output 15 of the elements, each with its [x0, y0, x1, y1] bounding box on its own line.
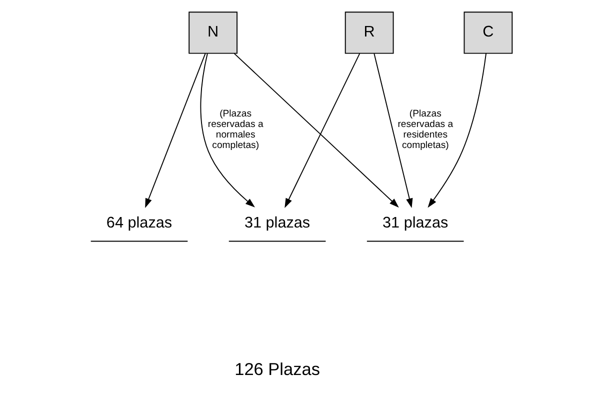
node-text: 31 plazas [382, 214, 448, 232]
node-box: N [188, 12, 238, 54]
label: 126 Plazas [234, 358, 320, 379]
arrow [374, 53, 413, 208]
arrow [284, 53, 360, 208]
edge-label: (Plazas reservadas a residentes completas) [398, 108, 454, 152]
node-box: C [464, 12, 513, 54]
node-text: 31 plazas [244, 214, 310, 232]
arrow [145, 53, 206, 208]
node-text: 64 plazas [106, 214, 172, 232]
arrow [428, 52, 487, 208]
node-box: R [344, 12, 394, 54]
edge-label: (Plazas reservadas a normales completas) [208, 108, 264, 152]
arrow [200, 53, 255, 208]
arrow [234, 53, 399, 208]
